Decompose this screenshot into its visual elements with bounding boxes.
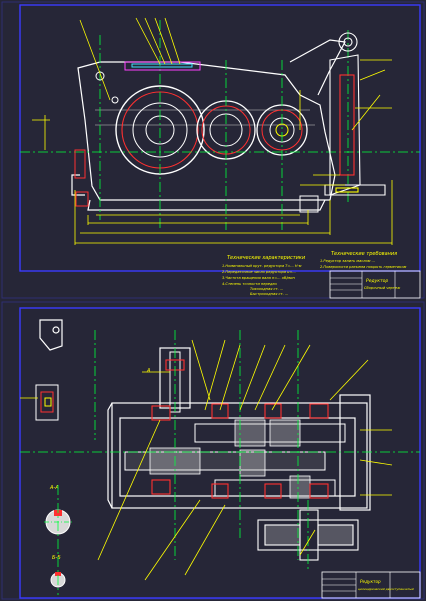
bracket-arm (324, 32, 386, 196)
tech-line-4: 4.Степень точности передач (222, 282, 277, 286)
tech-characteristics: Технические характеристики 1.Номинальный… (222, 255, 306, 296)
req-line-1: 1.Редуктор залить маслом ... (320, 259, 375, 263)
dimension-lines (32, 17, 393, 245)
center-lines (20, 20, 420, 230)
sheet-general-view: Технические характеристики 1.Номинальный… (0, 0, 426, 300)
title-block-bottom: Редуктор цилиндрический двухступенчатый (321, 571, 421, 599)
sheet-frame (19, 307, 421, 599)
stamp-title: Редуктор (366, 278, 388, 284)
section-view-drawing: А-А Б-Б (1, 301, 425, 600)
sheet-section-view: А-А Б-Б (0, 300, 426, 601)
section-a-label: А-А (49, 485, 59, 491)
tech-line-1: 1.Номинальный крут. редуктора Т=... Н·м (222, 264, 302, 268)
tech-line-6: Быстроходная ст. ... (250, 292, 288, 296)
tech-line-2: 2.Передаточное число редуктора u=... (222, 270, 296, 274)
req-line-2: 2.Поверхности разъема покрыть герметиком (320, 265, 407, 269)
tech-line-3: 3.Частота вращения вала n=... об/мин (222, 276, 295, 280)
general-view-drawing: Технические характеристики 1.Номинальный… (1, 1, 425, 299)
sheet-frame (19, 4, 421, 272)
stamp-subtitle: Сборочный чертеж (364, 286, 401, 290)
sheet-border-outer (1, 1, 425, 299)
leader-lines (20, 339, 393, 581)
req-title: Технические требования (331, 251, 397, 257)
section-b-label: Б-Б (52, 555, 61, 561)
tech-title: Технические характеристики (227, 255, 306, 261)
view-a-label: А (146, 368, 151, 374)
stamp-subtitle-bottom: цилиндрический двухступенчатый (358, 587, 414, 591)
stamp-title-bottom: Редуктор (360, 579, 381, 584)
tech-requirements: Технические требования 1.Редуктор залить… (320, 251, 407, 269)
center-lines-section (20, 330, 420, 595)
bolts (74, 61, 319, 213)
detail-node (39, 319, 63, 351)
pulley (257, 509, 359, 561)
detail-shaft-end (35, 384, 59, 421)
tech-line-5: Тихоходная ст. ... (250, 287, 283, 291)
gear-small (256, 104, 308, 156)
gearbox-housing (71, 39, 346, 211)
title-block-top: Редуктор Сборочный чертеж (329, 270, 421, 299)
bearings (151, 359, 329, 499)
